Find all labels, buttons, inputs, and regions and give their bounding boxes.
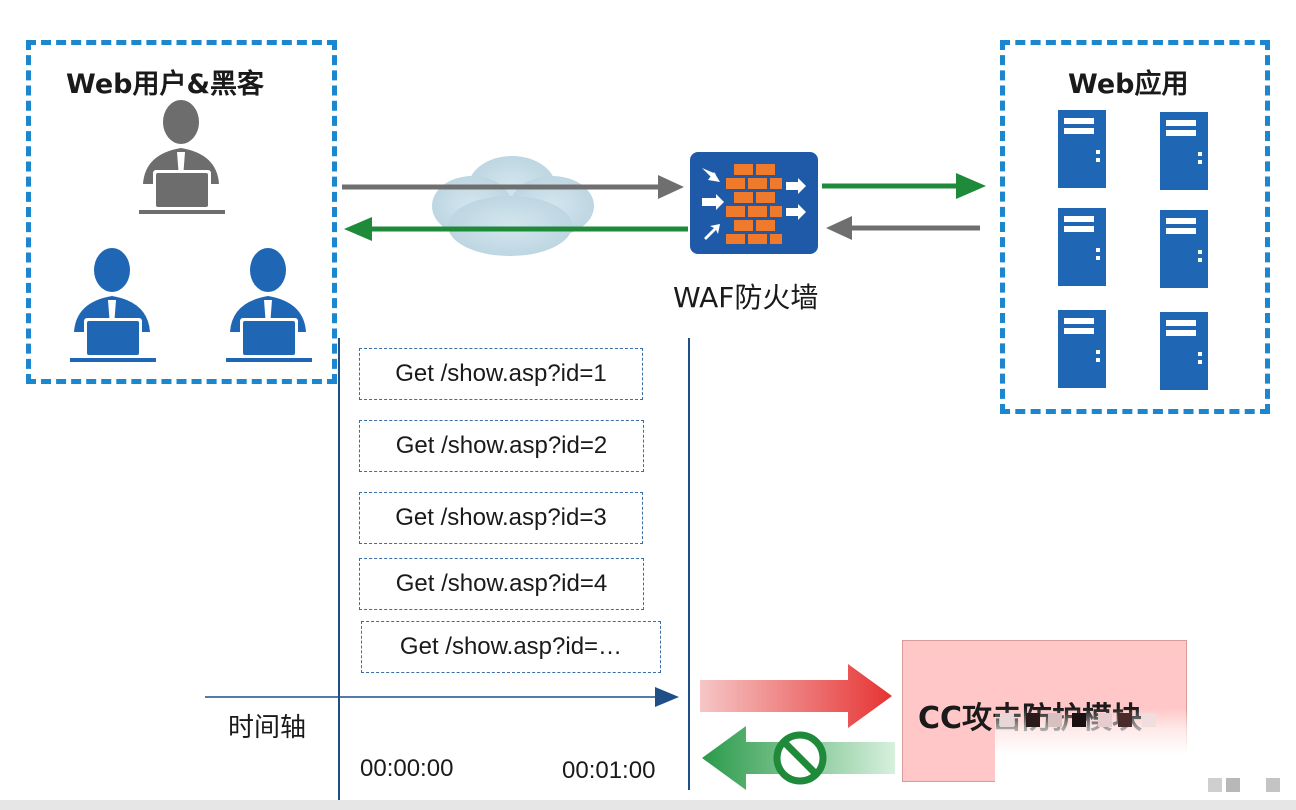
timeline-axis-arrow — [205, 687, 679, 707]
waf-firewall-icon — [690, 152, 818, 254]
request-item: Get /show.asp?id=2 — [359, 420, 644, 472]
waf-label: WAF防火墙 — [673, 281, 819, 314]
request-arrow-to-waf — [342, 175, 684, 199]
users-group-title: Web用户&黑客 — [66, 69, 265, 100]
response-arrow-to-users — [344, 217, 688, 241]
server-icon — [1058, 110, 1106, 188]
block-icon — [773, 731, 827, 785]
timeline-axis-label: 时间轴 — [228, 713, 307, 743]
server-icon — [1160, 210, 1208, 288]
pixel-block — [1026, 713, 1040, 727]
bottom-bar — [0, 800, 1296, 810]
pixel-block — [1226, 778, 1240, 792]
pixel-block — [1266, 778, 1280, 792]
web-user-icon — [226, 248, 312, 362]
timeline-end-line — [688, 338, 690, 790]
request-item: Get /show.asp?id=… — [361, 621, 661, 673]
server-response-arrow — [826, 216, 980, 240]
pixel-block — [1208, 778, 1222, 792]
request-item: Get /show.asp?id=1 — [359, 348, 643, 400]
pixel-block — [1098, 713, 1112, 727]
server-icon — [1058, 208, 1106, 286]
pixel-block — [1118, 713, 1132, 727]
traffic-to-cc-arrow — [700, 664, 892, 728]
request-item: Get /show.asp?id=4 — [359, 558, 644, 610]
timeline-start-time: 00:00:00 — [360, 755, 454, 782]
app-group-title: Web应用 — [1068, 69, 1189, 100]
pixel-block — [1000, 713, 1014, 727]
pixel-block — [1142, 713, 1156, 727]
timeline-end-time: 00:01:00 — [562, 757, 656, 784]
request-item: Get /show.asp?id=3 — [359, 492, 643, 544]
allowed-arrow-to-servers — [822, 173, 986, 199]
users-group-box — [26, 40, 337, 384]
timeline-start-line — [338, 338, 340, 800]
server-icon — [1160, 312, 1208, 390]
app-group-box — [1000, 40, 1270, 414]
pixel-block — [1048, 713, 1062, 727]
hacker-user-icon — [139, 100, 225, 214]
server-icon — [1160, 112, 1208, 190]
pixel-block — [1072, 713, 1086, 727]
server-icon — [1058, 310, 1106, 388]
internet-cloud-icon — [432, 156, 594, 256]
web-user-icon — [70, 248, 156, 362]
